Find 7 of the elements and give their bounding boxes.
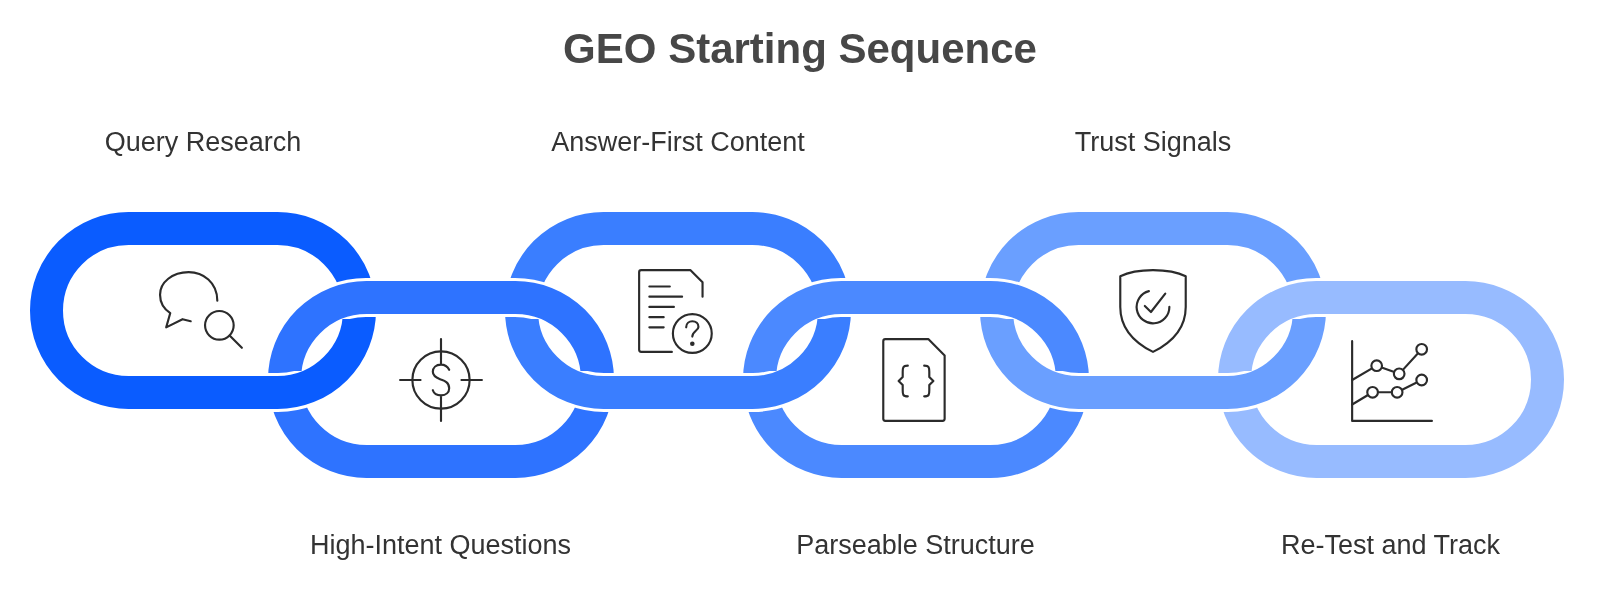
step-label: Query Research bbox=[104, 126, 302, 158]
diagram-title: GEO Starting Sequence bbox=[563, 24, 1037, 74]
step-label: Re-Test and Track bbox=[1280, 529, 1501, 561]
step-label: High-Intent Questions bbox=[309, 529, 572, 561]
step-label: Answer-First Content bbox=[551, 126, 805, 158]
step-label: Trust Signals bbox=[1074, 126, 1232, 158]
step-label: Parseable Structure bbox=[796, 529, 1035, 561]
